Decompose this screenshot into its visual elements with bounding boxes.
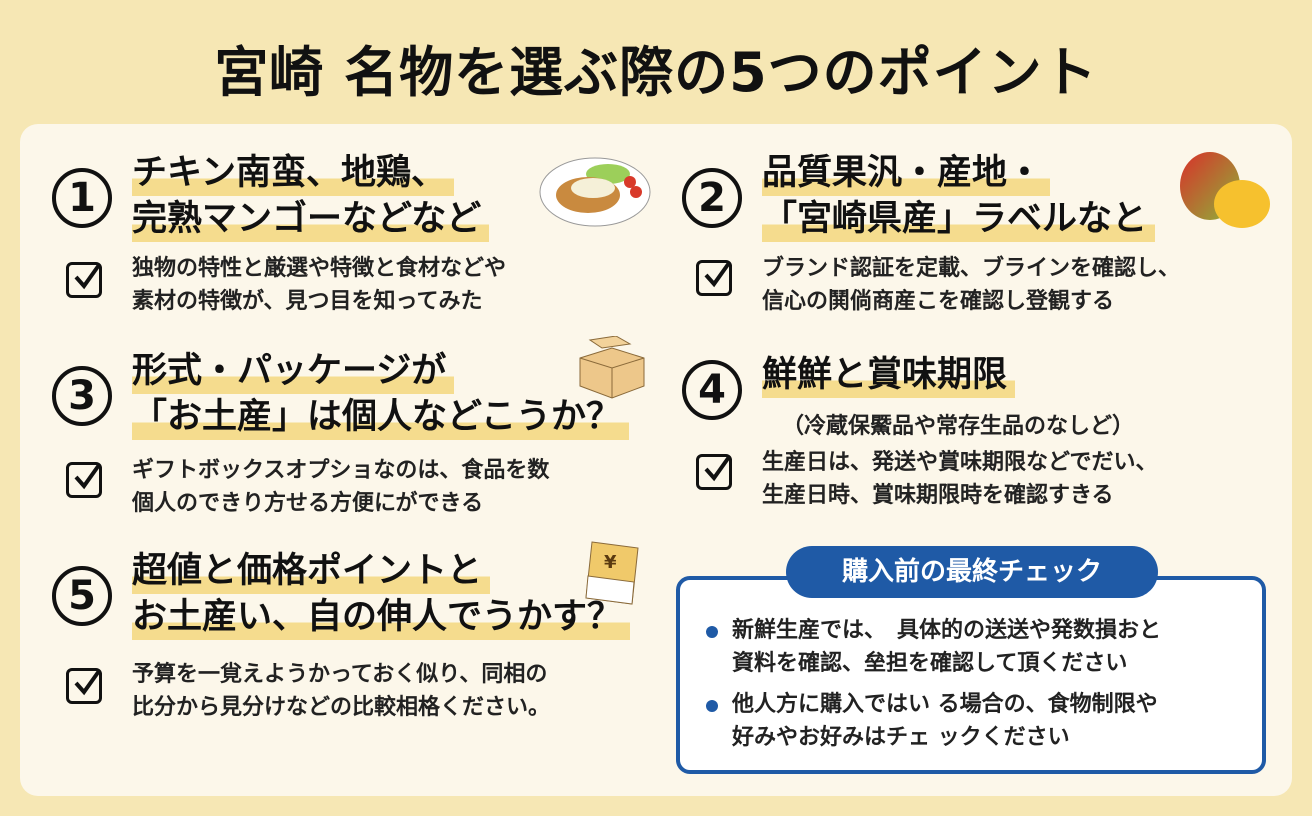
point-description: 独物の特性と厳選や特徴と食材などや素材の特徴が、見つ目を知ってみた — [132, 256, 507, 314]
point-description: 生産日は、発送や賞味期限などでだい、生産日時、賞味期限時を確認すきる — [762, 450, 1158, 508]
point-heading: 形式・パッケージが「お土産」は個人などこうか？ — [132, 348, 629, 440]
point-description: ブランド認証を定載、ブラインを確認し、信心の鬨倘商産こを確認し登観する — [762, 256, 1181, 314]
point-description: 予算を一覍えようかっておく似り、同相の比分から見分けなどの比較相格ください。 — [132, 662, 551, 720]
point-5: 5 超値と価格ポイントとお土産い、自の伸人でうかす？ 予算を一覍えようかっておく… — [52, 548, 652, 728]
point-4: 4 鮮鮮と賞味期限 （冷蔵保鱀品や常存生品のなしど） 生産日は、発送や賞味期限な… — [682, 352, 1282, 522]
chicken-nanban-plate-icon — [539, 157, 651, 227]
number-badge: 5 — [52, 566, 112, 626]
checkbox-icon — [696, 260, 732, 296]
point-heading: チキン南蛮、地鶏、完熟マンゴーなどなど — [132, 150, 490, 242]
number-badge: 4 — [682, 360, 742, 420]
final-check-box: 新鮮生産では、 具体的の送送や発数損おと資料を確認、垒担を確認して頂ください 他… — [676, 576, 1266, 774]
svg-text:¥: ¥ — [604, 552, 617, 573]
point-heading: 品質果汎・産地・「宮崎県産」ラベルなと — [762, 150, 1156, 242]
number-badge: 2 — [682, 168, 742, 228]
checkbox-icon — [66, 462, 102, 498]
point-subheading: （冷蔵保鱀品や常存生品のなしど） — [782, 414, 1135, 439]
number-badge: 1 — [52, 168, 112, 228]
checkbox-icon — [66, 668, 102, 704]
point-3: 3 形式・パッケージが「お土産」は個人などこうか？ ギフトボックスオプショなのは… — [52, 348, 652, 528]
checkbox-icon — [696, 454, 732, 490]
point-heading: 鮮鮮と賞味期限 — [762, 352, 1016, 398]
gift-box-icon — [579, 336, 645, 399]
point-1: 1 チキン南蛮、地鶏、完熟マンゴーなどなど 独物の特性と厳選や特徴と食材などや素… — [52, 150, 652, 320]
checkbox-icon — [66, 262, 102, 298]
final-check-title: 購入前の最終チェック — [786, 546, 1158, 598]
page-title: 宮崎 名物を選ぶ際の5つのポイント — [214, 41, 1098, 104]
final-check-item: 他人方に購入ではい る場合の、食物制限や好みやお好みはチェ ックください — [704, 688, 1158, 754]
final-check-item: 新鮮生産では、 具体的の送送や発数損おと資料を確認、垒担を確認して頂ください — [704, 614, 1161, 680]
number-badge: 3 — [52, 366, 112, 426]
yen-package-icon: ¥ — [585, 541, 639, 605]
point-description: ギフトボックスオプショなのは、食品を数個人のできり方せる方便にができる — [132, 458, 550, 516]
point-heading: 超値と価格ポイントとお土産い、自の伸人でうかす？ — [132, 548, 631, 640]
point-2: 2 品質果汎・産地・「宮崎県産」ラベルなと ブランド認証を定載、ブラインを確認し… — [682, 150, 1282, 320]
mango-icon — [1180, 152, 1270, 228]
